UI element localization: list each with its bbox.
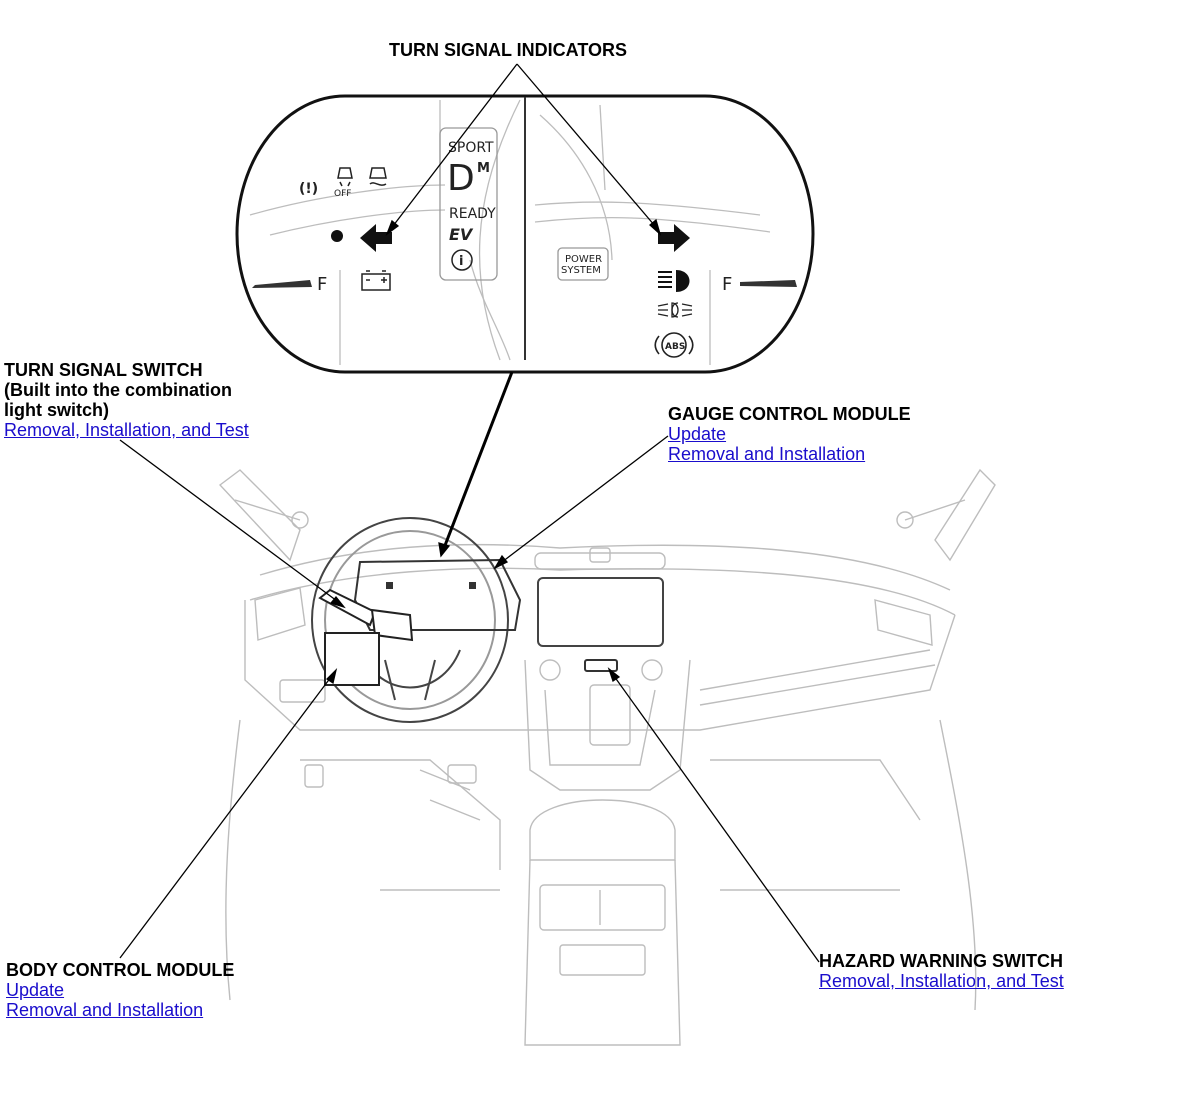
turn-signal-switch-title: TURN SIGNAL SWITCH [4,360,203,380]
turn-signal-indicators-callout: TURN SIGNAL INDICATORS [389,40,627,60]
fuel-left-label: F [317,274,327,295]
abs-icon: ABS [654,332,694,358]
body-control-module-title: BODY CONTROL MODULE [6,960,235,980]
turn-signal-switch-subtitle-1: (Built into the combination [4,380,232,400]
sport-label: SPORT [448,140,494,156]
gauge-control-module-update-link[interactable]: Update [668,424,727,444]
ready-label: READY [449,206,496,222]
turn-signal-switch-callout: TURN SIGNAL SWITCH (Built into the combi… [4,360,249,440]
info-icon: i [451,249,473,271]
gear-mode-label: M [477,161,490,176]
hazard-warning-switch-part [584,659,618,672]
gauge-control-module-callout: GAUGE CONTROL MODULE Update Removal and … [668,404,911,464]
svg-text:ABS: ABS [665,342,685,352]
turn-signal-switch-removal-link[interactable]: Removal, Installation, and Test [4,420,249,440]
turn-signal-switch-subtitle-2: light switch) [4,400,109,420]
tire-pressure-icon: (!) [299,181,318,197]
svg-text:OFF: OFF [334,189,351,199]
body-control-module-update-link[interactable]: Update [6,980,65,1000]
hazard-warning-switch-callout: HAZARD WARNING SWITCH Removal, Installat… [819,951,1064,991]
gauge-control-module-title: GAUGE CONTROL MODULE [668,404,911,424]
power-system-label-1: POWER [565,254,602,265]
right-turn-arrow-icon [658,224,690,252]
hazard-warning-switch-title: HAZARD WARNING SWITCH [819,951,1063,971]
turn-signal-indicators-title: TURN SIGNAL INDICATORS [389,40,628,60]
indicator-dot-icon [331,230,343,242]
gear-indicator: D [447,158,475,199]
left-turn-arrow-icon [360,224,392,252]
gauge-control-module-removal-link[interactable]: Removal and Installation [668,444,866,464]
ev-label: EV [449,225,474,244]
battery-icon [361,270,391,291]
body-control-module-callout: BODY CONTROL MODULE Update Removal and I… [6,960,234,1020]
headlight-icon [658,270,690,292]
gauge-cluster-detail: SPORT D M READY EV i POWER SYSTEM F F (!… [235,94,815,374]
parking-light-icon [657,302,693,318]
traction-icon [369,167,387,186]
leader-lines [119,63,820,963]
svg-text:i: i [459,254,463,269]
body-control-module-removal-link[interactable]: Removal and Installation [6,1000,204,1020]
fuel-right-label: F [722,274,732,295]
infotainment-screen [537,577,664,647]
hazard-warning-switch-removal-link[interactable]: Removal, Installation, and Test [819,971,1064,991]
traction-off-icon: OFF [334,167,353,199]
svg-text:(!): (!) [299,181,318,197]
power-system-label-2: SYSTEM [561,265,601,276]
